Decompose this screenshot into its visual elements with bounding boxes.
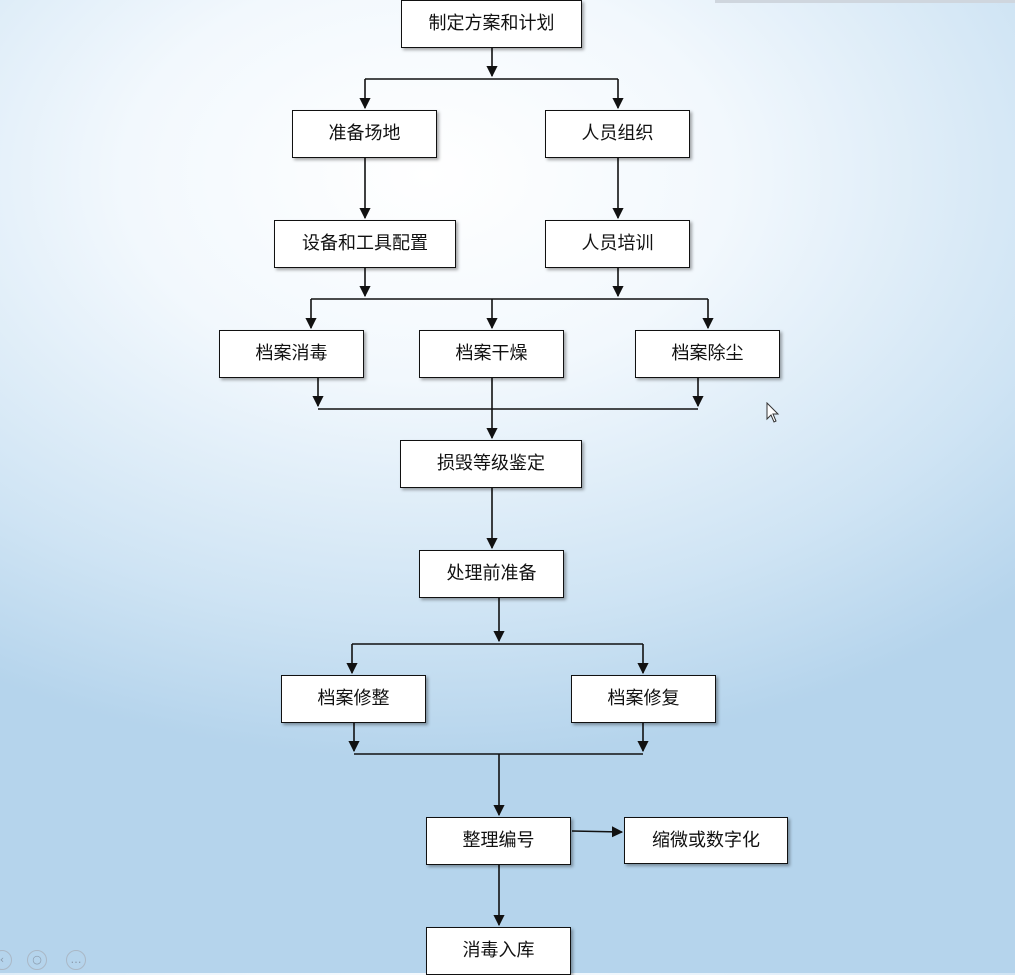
node-staff-training: 人员培训	[545, 220, 690, 268]
node-venue: 准备场地	[292, 110, 437, 158]
node-numbering: 整理编号	[426, 817, 571, 865]
node-dust: 档案除尘	[635, 330, 780, 378]
node-equipment: 设备和工具配置	[274, 220, 456, 268]
node-plan: 制定方案和计划	[401, 0, 582, 48]
mouse-pointer-icon	[766, 401, 780, 428]
window-top-edge	[715, 0, 1015, 3]
more-icon[interactable]: …	[66, 950, 86, 970]
node-damage-assessment: 损毁等级鉴定	[400, 440, 582, 488]
node-dry: 档案干燥	[419, 330, 564, 378]
zoom-icon[interactable]: ○	[27, 950, 47, 970]
node-disinfect: 档案消毒	[219, 330, 364, 378]
node-microfilm-digitize: 缩微或数字化	[624, 817, 788, 864]
node-repair: 档案修复	[571, 675, 716, 723]
node-tidy: 档案修整	[281, 675, 426, 723]
node-staff-organization: 人员组织	[545, 110, 690, 158]
node-pre-processing: 处理前准备	[419, 550, 564, 598]
node-storage: 消毒入库	[426, 927, 571, 975]
